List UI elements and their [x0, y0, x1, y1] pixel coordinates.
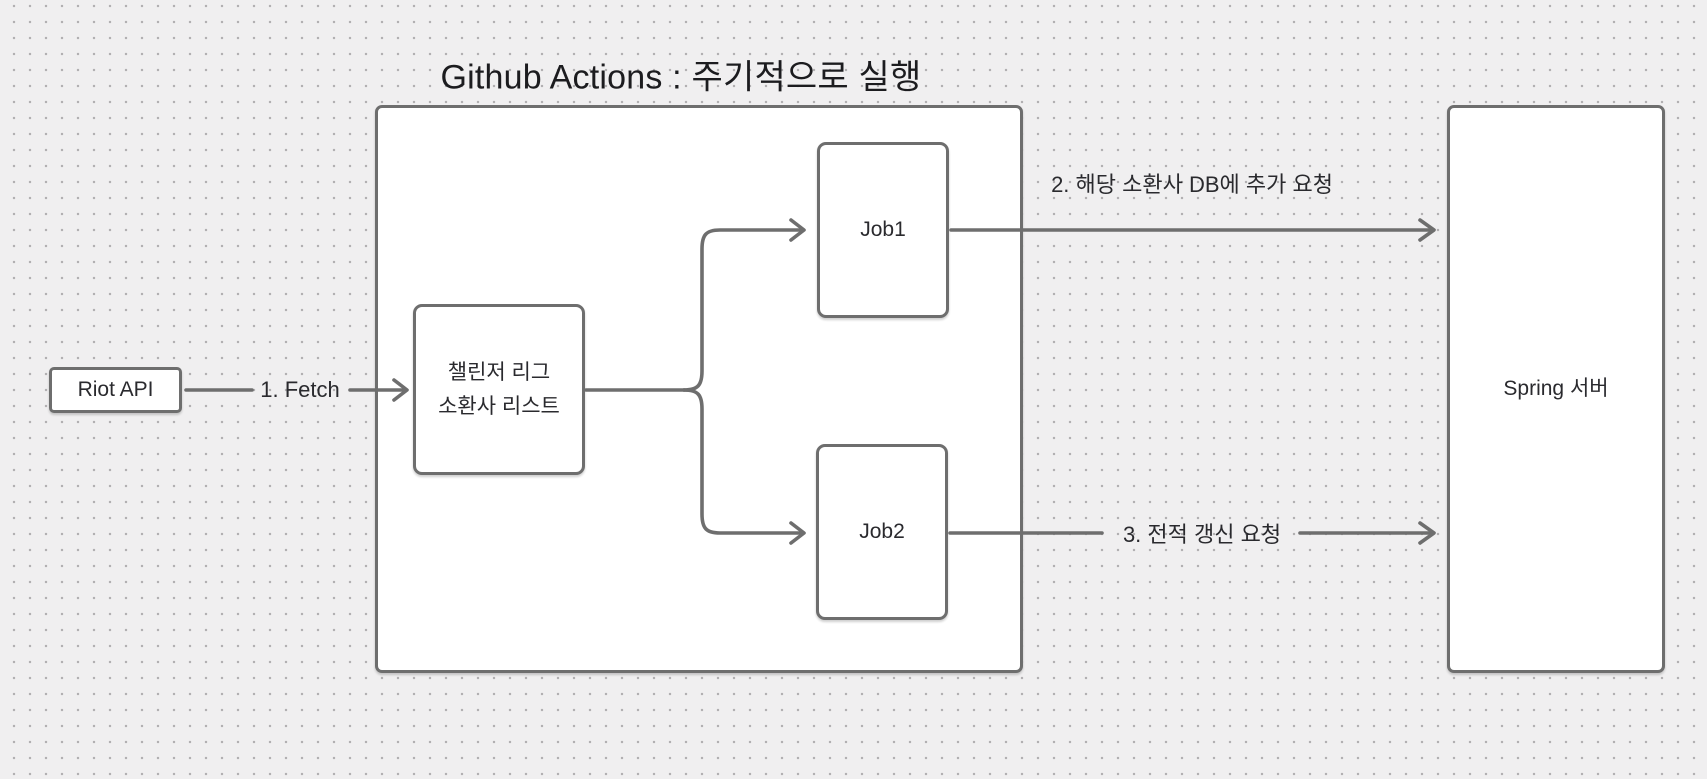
edge-label-fetch: 1. Fetch — [260, 377, 340, 402]
spring-server-node: Spring 서버 — [1447, 105, 1665, 673]
job1-node: Job1 — [817, 142, 949, 318]
job2-node: Job2 — [816, 444, 948, 620]
challenger-list-label: 챌린저 리그 소환사 리스트 — [438, 356, 560, 423]
job1-label: Job1 — [860, 218, 906, 242]
diagram-title: Github Actions : 주기적으로 실행 — [440, 58, 922, 97]
challenger-list-line1: 챌린저 리그 — [447, 360, 551, 384]
arrowhead-job1-into-spring-icon — [1418, 218, 1436, 242]
edge-label-record-update: 3. 전적 갱신 요청 — [1122, 522, 1282, 547]
challenger-list-node: 챌린저 리그 소환사 리스트 — [413, 304, 585, 475]
challenger-list-line2: 소환사 리스트 — [438, 394, 560, 418]
riot-api-label: Riot API — [77, 378, 154, 402]
riot-api-node: Riot API — [49, 367, 182, 413]
spring-server-label: Spring 서버 — [1503, 377, 1609, 401]
edge-label-db-add: 2. 해당 소환사 DB에 추가 요청 — [1051, 172, 1333, 197]
job2-label: Job2 — [859, 520, 905, 544]
arrowhead-job2-into-spring-icon — [1418, 521, 1436, 545]
